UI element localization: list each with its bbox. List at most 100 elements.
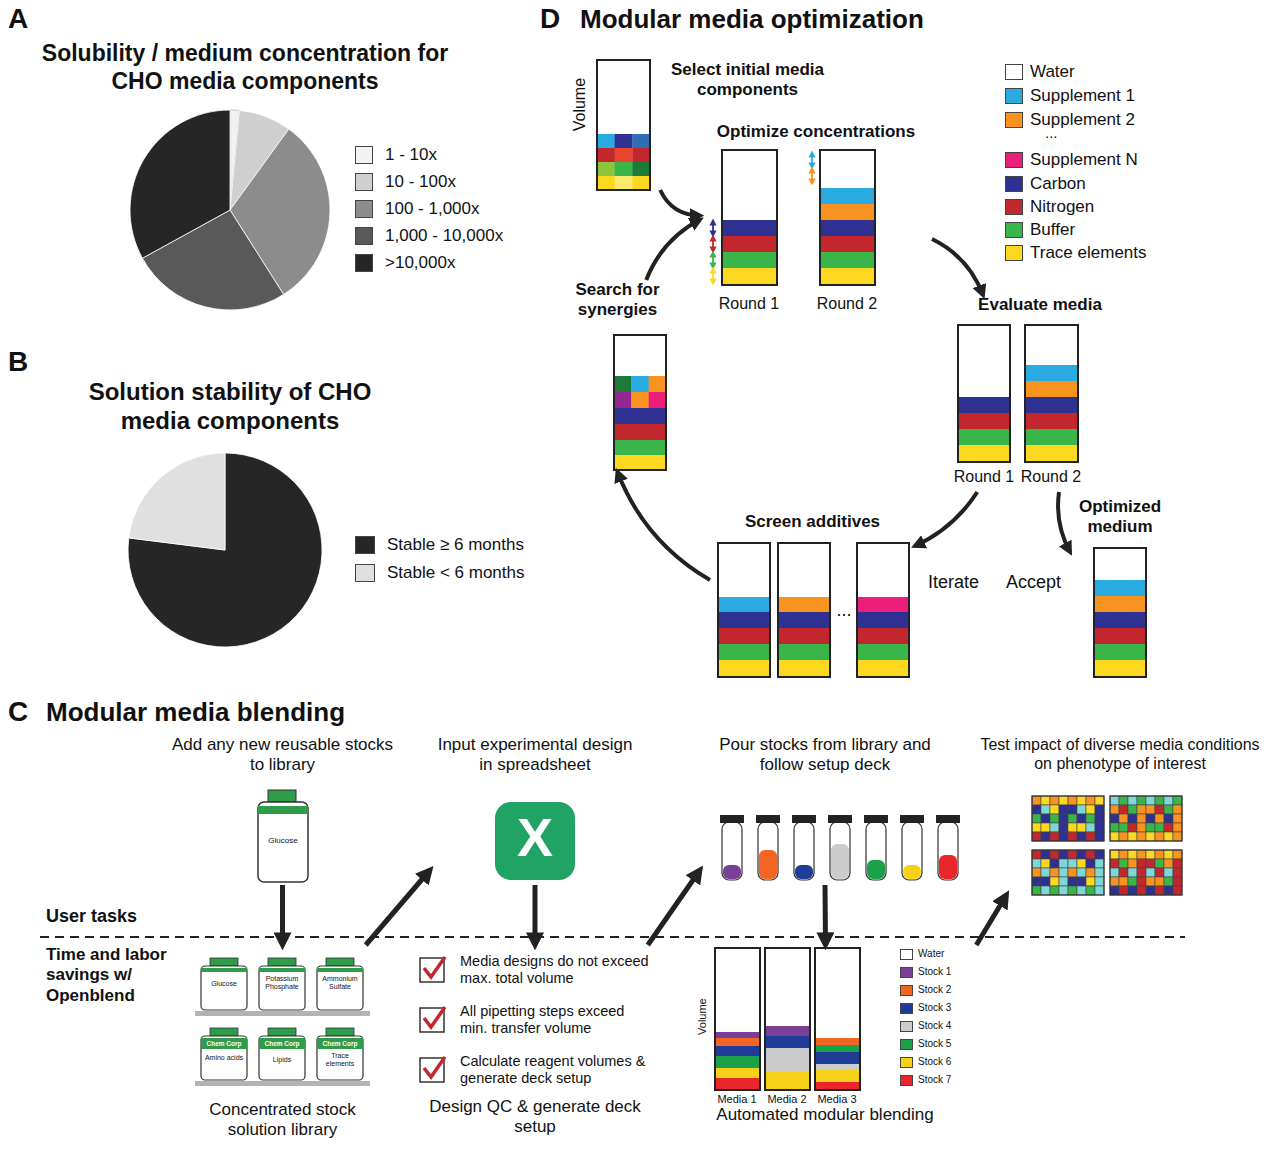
test-tube-fill xyxy=(903,865,921,879)
plate-well xyxy=(1110,886,1119,895)
plate-well xyxy=(1077,823,1086,832)
plate-well xyxy=(1146,886,1155,895)
tube-outline xyxy=(857,543,909,677)
step-group: Media designs do not exceed max. total v… xyxy=(415,945,655,1145)
tuning-arrow xyxy=(811,154,813,166)
step-heading: Pour stocks from library and follow setu… xyxy=(710,735,940,776)
media-layer xyxy=(614,392,632,408)
plate-well xyxy=(1119,805,1128,814)
plate-well xyxy=(1128,814,1137,823)
plate-well xyxy=(1095,877,1104,886)
step-heading: Screen additives xyxy=(710,512,915,532)
tube-outline xyxy=(722,150,777,285)
plate-well xyxy=(1095,850,1104,859)
plate-well xyxy=(1110,823,1119,832)
media-layer xyxy=(722,236,777,252)
media-layer xyxy=(820,220,875,236)
plate-well xyxy=(1119,868,1128,877)
plate-well xyxy=(1068,823,1077,832)
media-layer xyxy=(722,252,777,268)
media-layer xyxy=(820,252,875,268)
legend-text: 1 - 10x xyxy=(385,145,437,165)
legend-swatch xyxy=(1005,152,1023,168)
figure-label: Volume xyxy=(696,982,709,1052)
bottle-band xyxy=(201,1038,247,1049)
media-layer xyxy=(778,644,830,660)
plate-well xyxy=(1164,832,1173,841)
media-tube xyxy=(958,325,1010,462)
step-text: Round 1 xyxy=(709,294,789,313)
plate-well xyxy=(1155,850,1164,859)
media-layer xyxy=(1094,580,1146,596)
plate-well xyxy=(1086,796,1095,805)
tube-outline xyxy=(614,335,666,470)
plate-well xyxy=(1068,877,1077,886)
media-layer xyxy=(718,660,770,677)
bottle-body xyxy=(317,966,363,1010)
tuning-arrow xyxy=(712,270,714,282)
test-tube-fill xyxy=(939,855,957,879)
plate-well xyxy=(1077,832,1086,841)
test-tube-fill xyxy=(867,860,885,879)
plate-well xyxy=(1041,823,1050,832)
legend-text: Carbon xyxy=(1030,174,1086,194)
media-layer xyxy=(614,440,666,455)
spreadsheet-icon xyxy=(495,802,575,880)
legend-text: Stock 2 xyxy=(918,984,951,996)
legend-text: Water xyxy=(918,948,944,960)
figure-label: Potassium Phosphate xyxy=(259,975,305,992)
media-layer xyxy=(765,1072,810,1090)
media-layer xyxy=(857,644,909,660)
media-layer xyxy=(815,1038,860,1045)
plate-well xyxy=(1068,805,1077,814)
plate-well xyxy=(1095,868,1104,877)
legend-text: Stock 5 xyxy=(918,1038,951,1050)
legend-text: Supplement 1 xyxy=(1030,86,1135,106)
media-layer xyxy=(778,660,830,677)
plate-well xyxy=(1050,877,1059,886)
step-text: Round 2 xyxy=(807,294,887,313)
plate-well xyxy=(1173,886,1182,895)
test-tube-cap xyxy=(864,815,888,823)
media-layer xyxy=(1025,365,1078,381)
plate-well xyxy=(1041,886,1050,895)
step-group: Test impact of diverse media conditions … xyxy=(978,735,1262,895)
bottle-cap xyxy=(210,1028,238,1036)
bottle-body xyxy=(259,1036,305,1080)
plate-well xyxy=(1032,814,1041,823)
legend-swatch xyxy=(1005,88,1023,104)
flow-arrow xyxy=(646,220,700,281)
plate-well xyxy=(1173,877,1182,886)
bottle-band xyxy=(317,968,363,972)
plate-well xyxy=(1146,796,1155,805)
plate-outline xyxy=(1032,850,1104,895)
plate-well xyxy=(1068,886,1077,895)
media-layer xyxy=(958,397,1010,413)
step-text: All pipetting steps exceed min. transfer… xyxy=(460,1003,655,1038)
plate-well xyxy=(1032,805,1041,814)
test-tube-cap xyxy=(756,815,780,823)
plate-well xyxy=(1050,823,1059,832)
plate-well xyxy=(1119,859,1128,868)
media-layer xyxy=(1094,628,1146,644)
test-tube-fill xyxy=(831,844,849,879)
step-group: Search for synergies xyxy=(560,280,675,472)
tube-outline xyxy=(815,948,860,1090)
plate-well xyxy=(1068,814,1077,823)
tube-outline xyxy=(765,948,810,1090)
figure-label: Trace elements xyxy=(317,1052,363,1069)
legend-swatch xyxy=(1005,199,1023,215)
plate-well xyxy=(1095,823,1104,832)
plate-well xyxy=(1119,814,1128,823)
plate-well xyxy=(1059,796,1068,805)
plate-well xyxy=(1059,877,1068,886)
plate-well xyxy=(1110,796,1119,805)
figure-label: B xyxy=(8,345,38,379)
pie-chart-b xyxy=(128,453,322,647)
plate-well xyxy=(1077,814,1086,823)
plate-well xyxy=(1128,877,1137,886)
test-tube-fill xyxy=(795,865,813,879)
figure-label: X xyxy=(495,805,575,870)
shelves xyxy=(195,1011,370,1086)
